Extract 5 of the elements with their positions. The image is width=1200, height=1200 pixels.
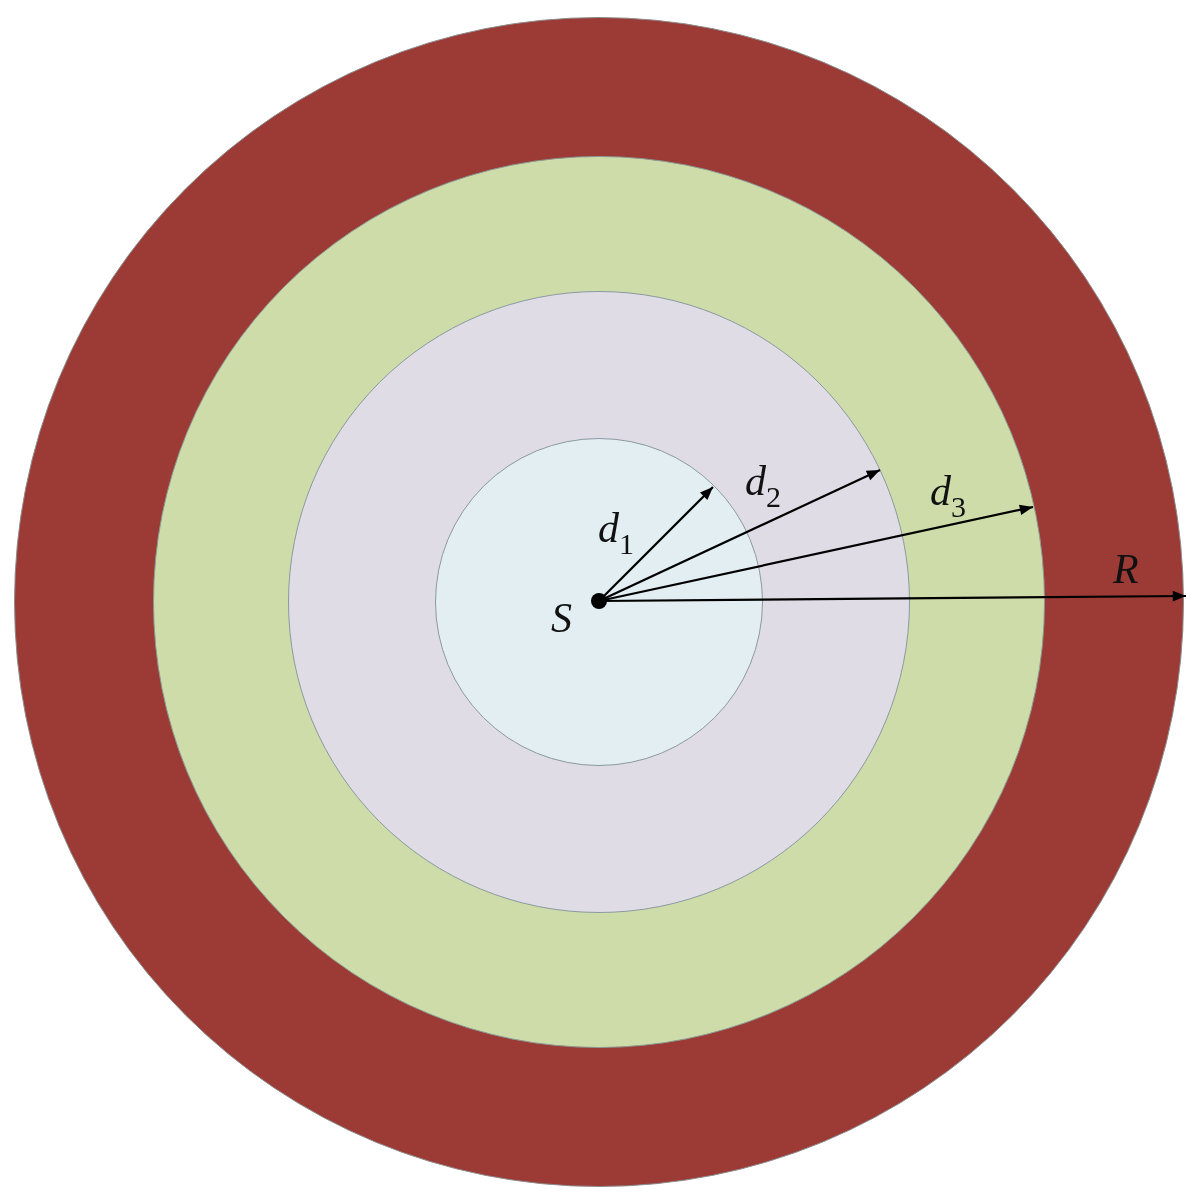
- dimension-label: d$_{2}$: [745, 460, 781, 512]
- dimension-label: d$_{1}$: [598, 507, 634, 559]
- dimension-label: d$_{3}$: [930, 470, 966, 522]
- dimension-label: R: [1113, 548, 1139, 590]
- point-label: S: [551, 597, 572, 639]
